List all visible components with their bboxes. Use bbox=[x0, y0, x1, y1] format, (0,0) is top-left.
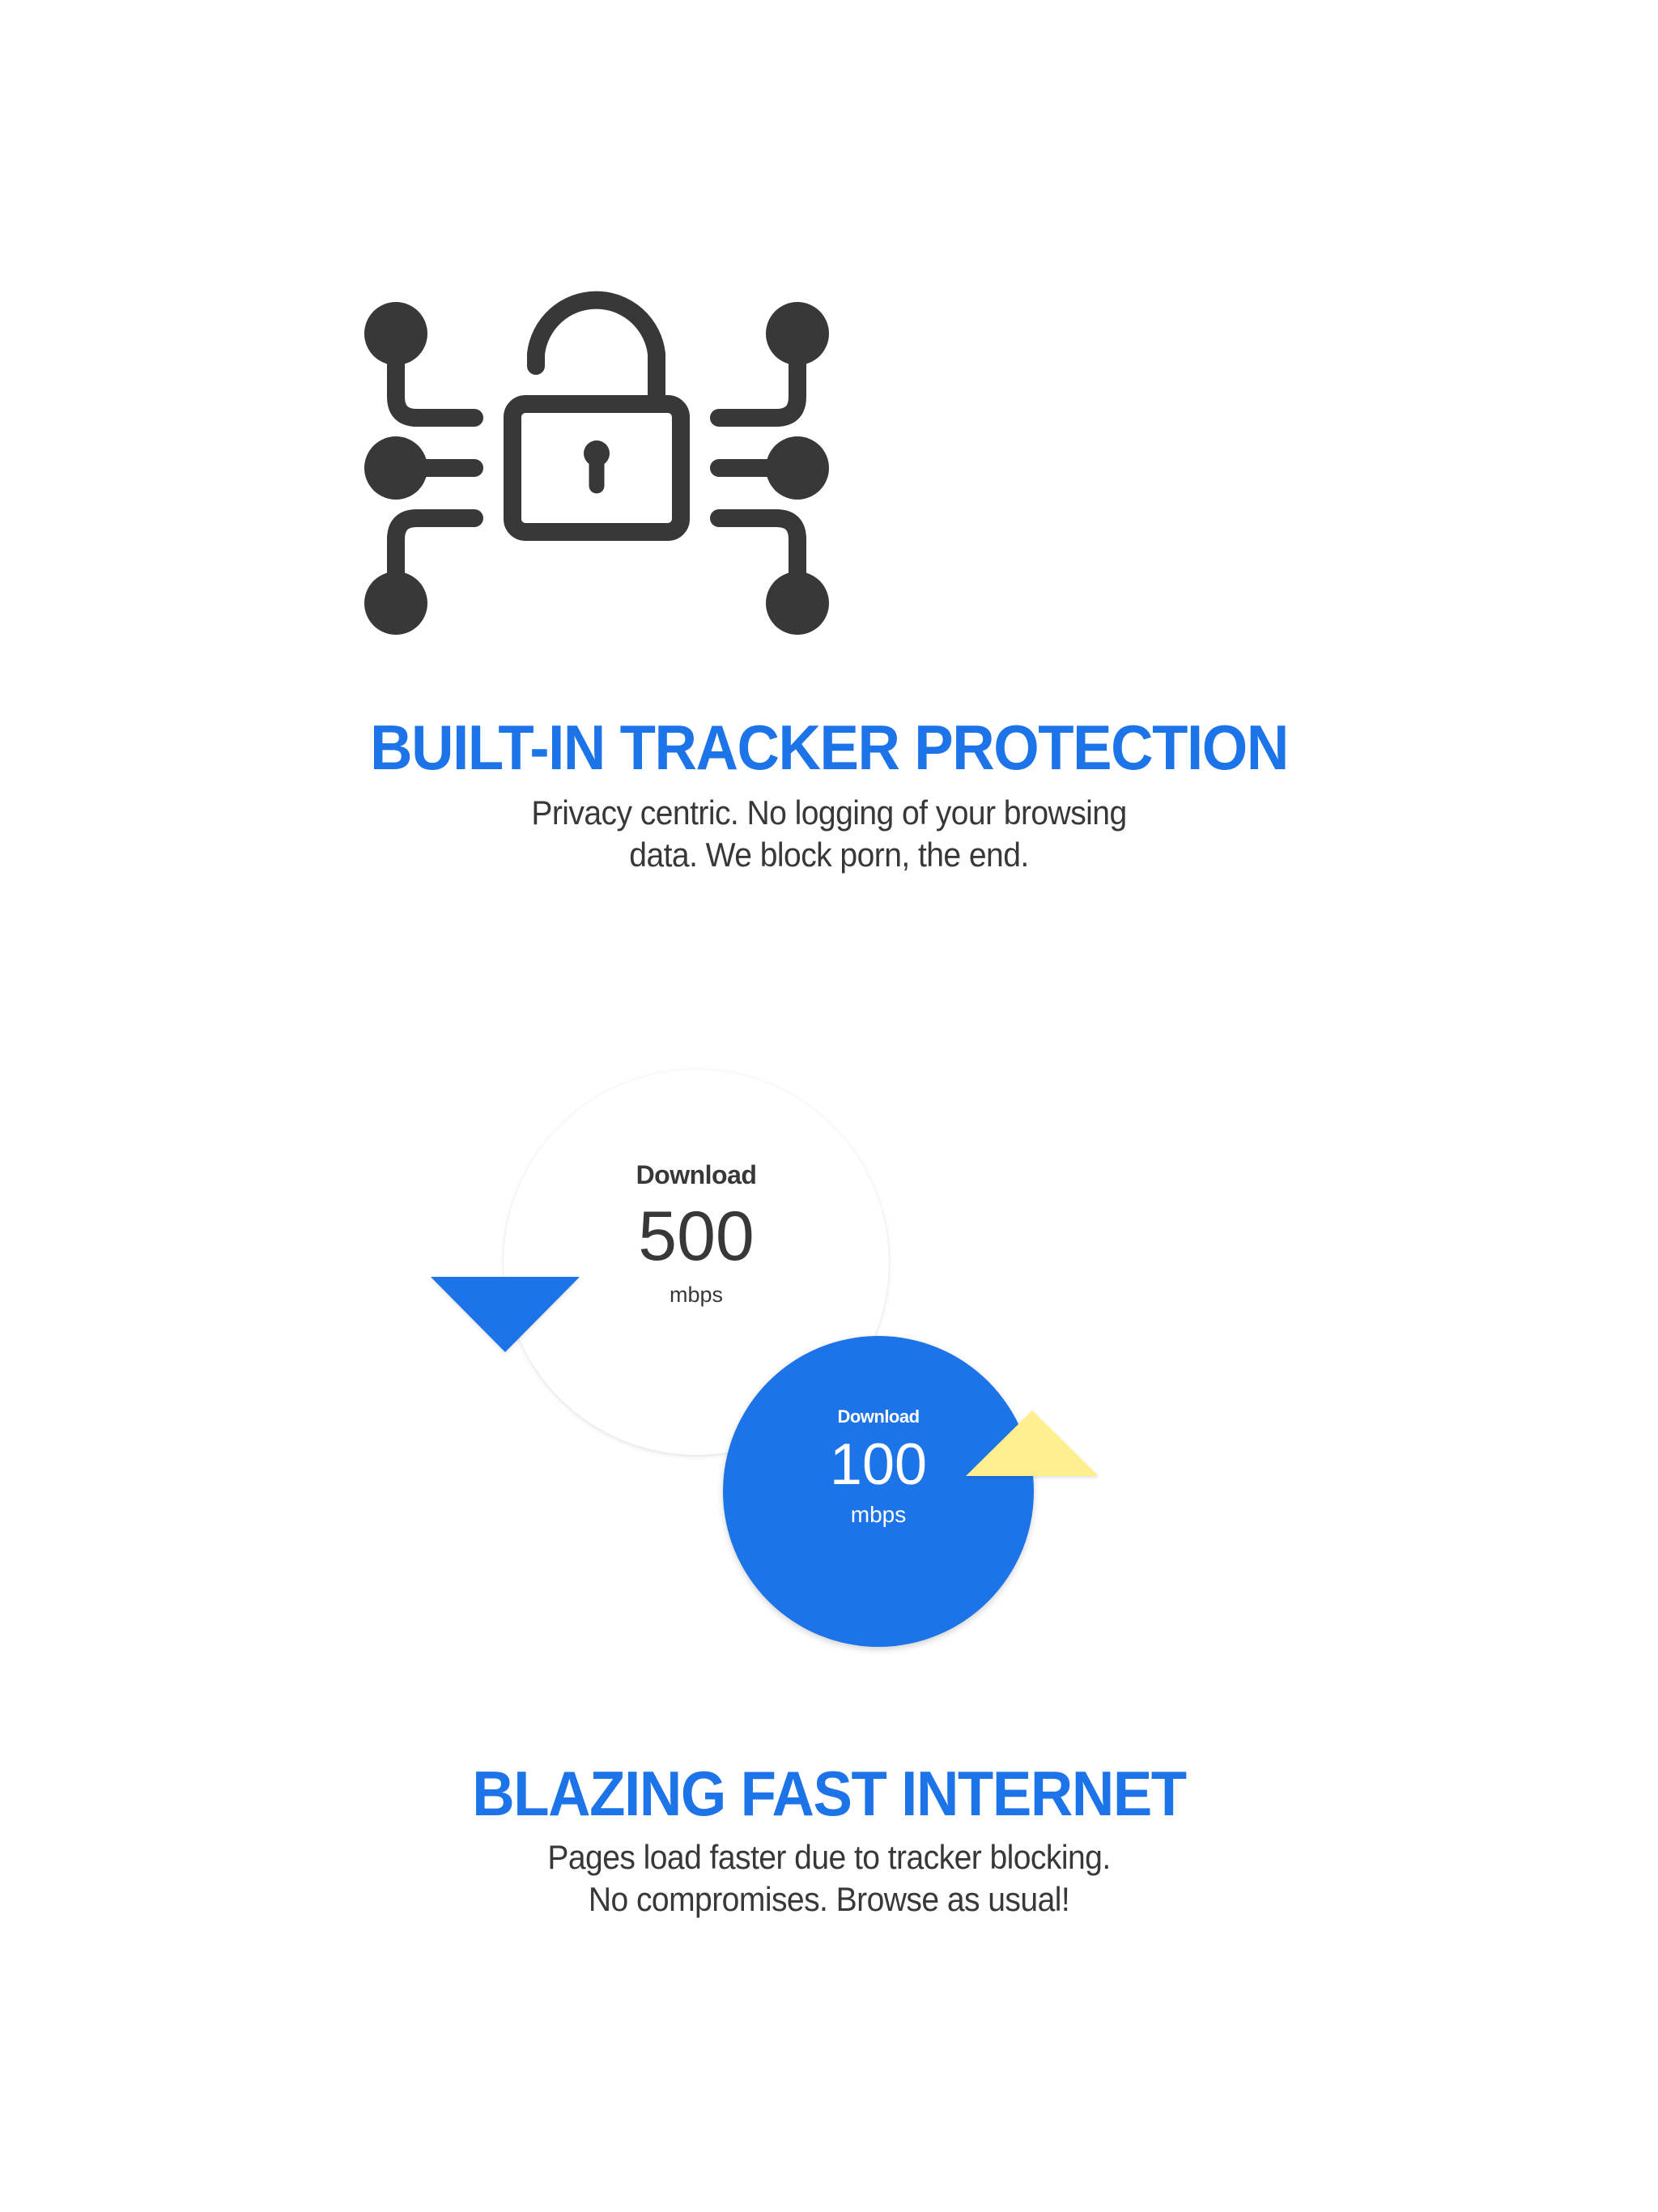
feature-title: BUILT-IN TRACKER PROTECTION bbox=[370, 712, 1289, 783]
speed-value: 100 bbox=[829, 1432, 928, 1497]
speed-unit: mbps bbox=[850, 1502, 907, 1527]
feature-description-line: Pages load faster due to tracker blockin… bbox=[547, 1838, 1111, 1876]
feature-title: BLAZING FAST INTERNET bbox=[472, 1758, 1187, 1829]
feature-description-line: No compromises. Browse as usual! bbox=[588, 1880, 1070, 1918]
feature-description: Privacy centric. No logging of your brow… bbox=[58, 792, 1601, 876]
feature-description-line: data. We block porn, the end. bbox=[629, 836, 1029, 874]
arrow-up-icon bbox=[966, 1410, 1099, 1476]
speed-label: Download bbox=[837, 1406, 920, 1427]
unlocked-padlock-circuit-icon bbox=[364, 291, 829, 635]
feature-description: Pages load faster due to tracker blockin… bbox=[58, 1836, 1601, 1921]
speed-gauge-after: Download 100 mbps bbox=[723, 1336, 1034, 1647]
feature-description-line: Privacy centric. No logging of your brow… bbox=[531, 793, 1127, 832]
speed-unit: mbps bbox=[669, 1283, 724, 1307]
speed-value: 500 bbox=[638, 1197, 755, 1275]
speed-label: Download bbox=[636, 1160, 757, 1189]
arrow-down-icon bbox=[431, 1277, 580, 1352]
